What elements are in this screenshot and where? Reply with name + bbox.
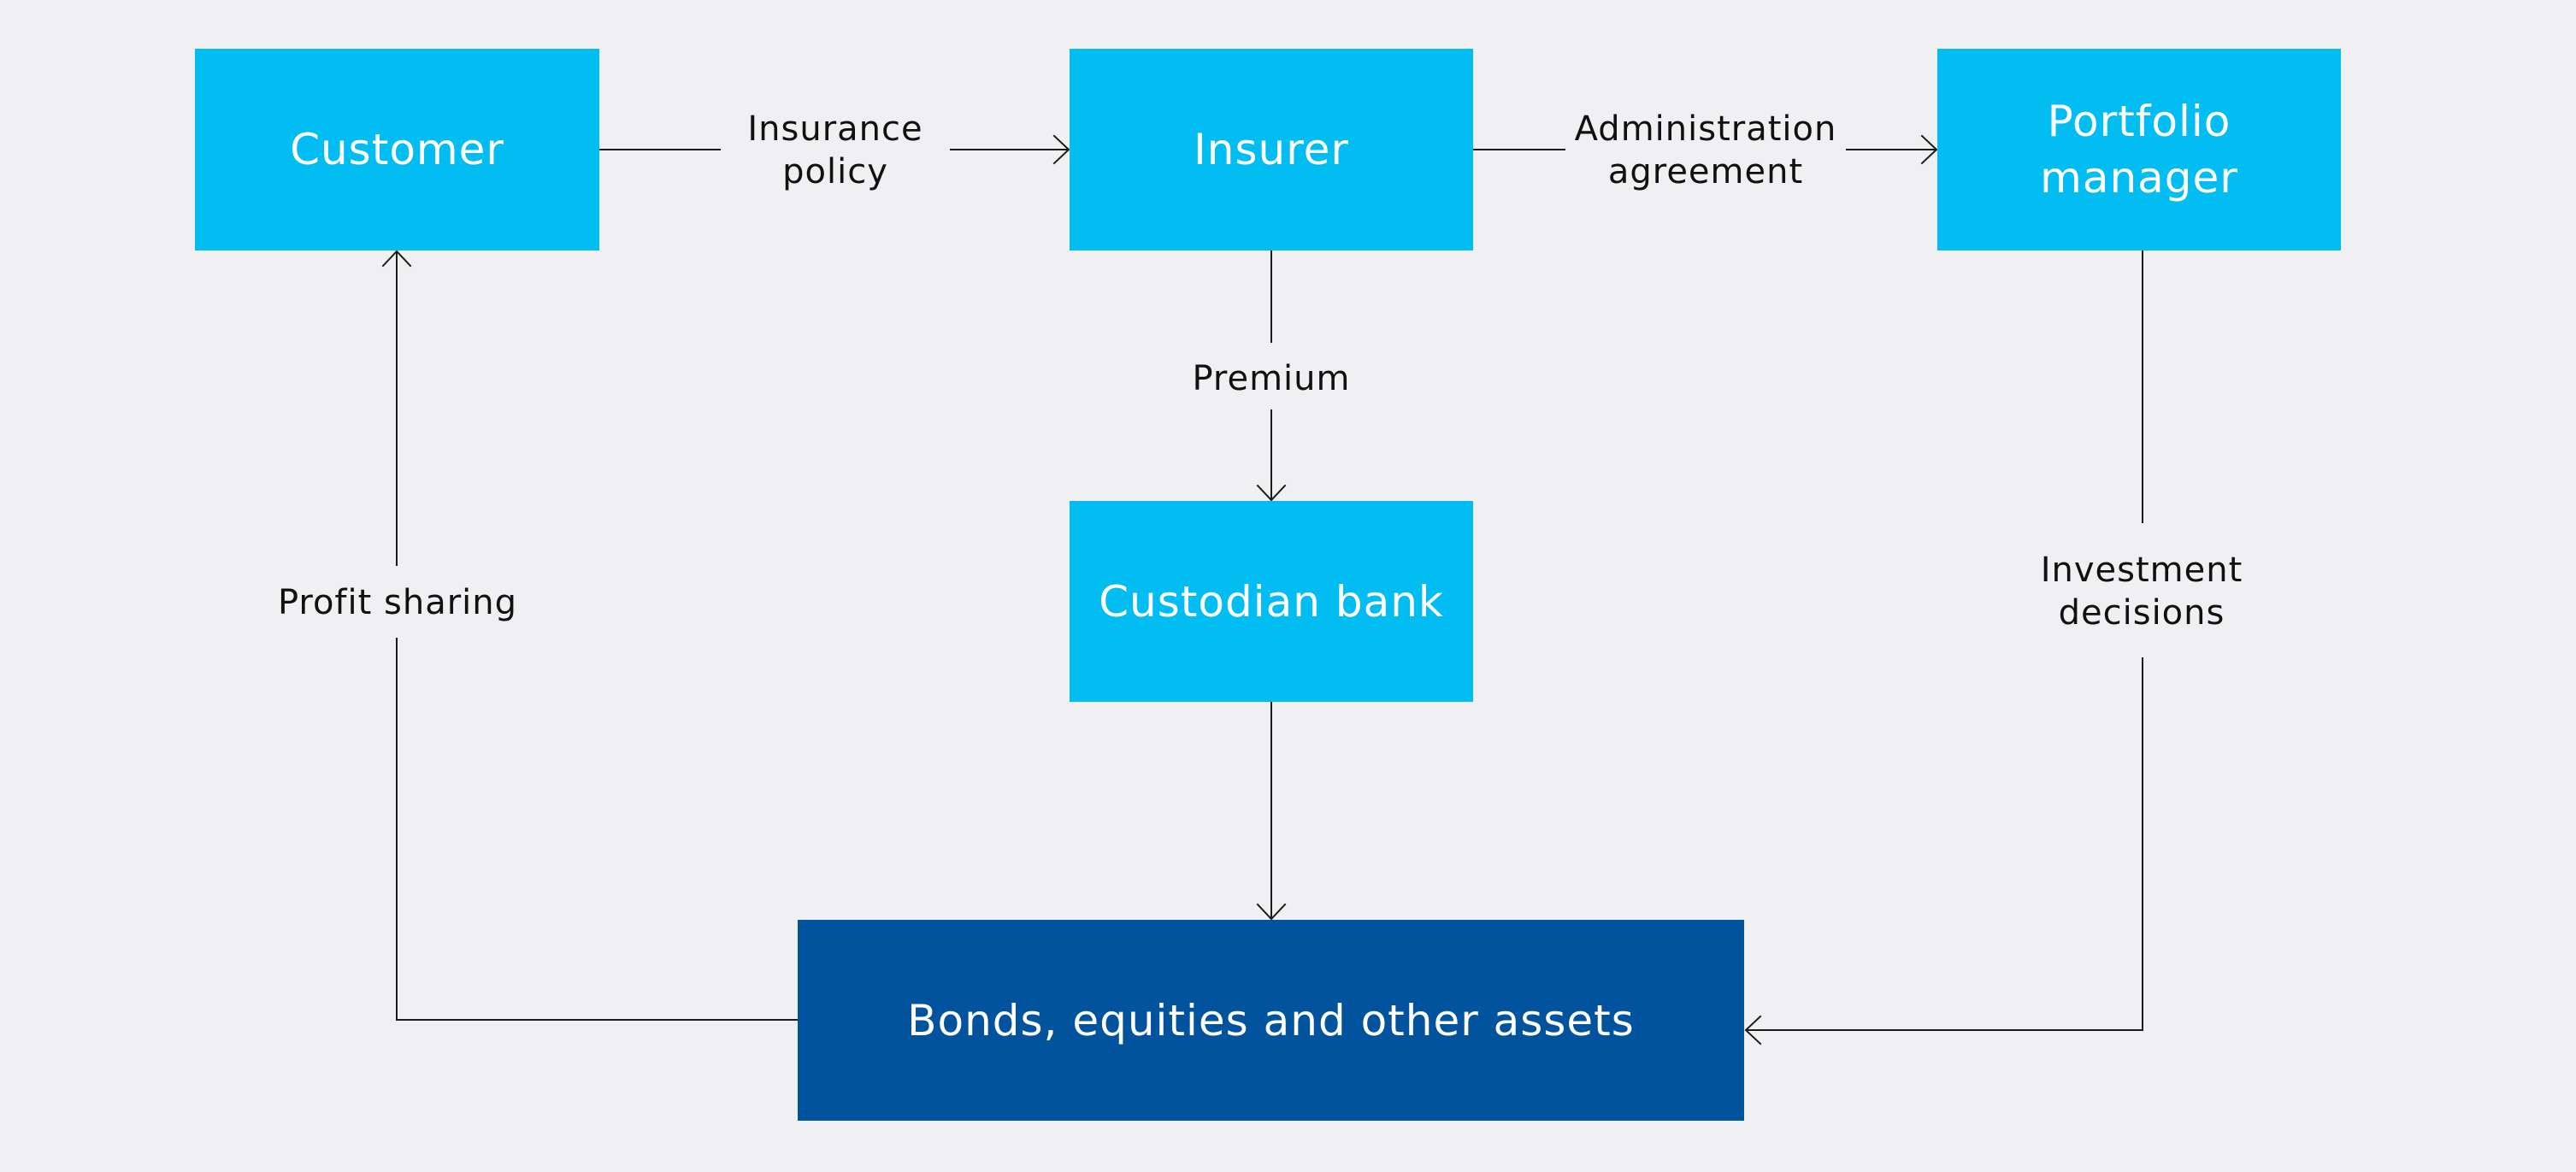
edge-line-assets-customer-a bbox=[396, 638, 799, 1021]
node-insurer-label: Insurer bbox=[1194, 125, 1349, 174]
arrowhead-portfolio-icon bbox=[1920, 134, 1938, 165]
edge-label-administration-agreement: Administration agreement bbox=[1574, 109, 1837, 191]
arrowhead-customer-icon bbox=[381, 250, 412, 268]
node-assets: Bonds, equities and other assets bbox=[798, 920, 1744, 1121]
arrowhead-insurer-icon bbox=[1052, 134, 1070, 165]
node-portfolio-manager-label: Portfolio manager bbox=[2040, 97, 2238, 203]
edge-label-profit-sharing: Profit sharing bbox=[277, 583, 518, 622]
node-assets-label: Bonds, equities and other assets bbox=[907, 995, 1635, 1045]
node-customer: Customer bbox=[195, 49, 599, 250]
node-custodian-bank-label: Custodian bank bbox=[1099, 576, 1444, 627]
node-customer-label: Customer bbox=[290, 125, 504, 174]
arrowhead-assets-right-icon bbox=[1744, 1015, 1762, 1045]
arrowhead-custodian-icon bbox=[1256, 484, 1287, 502]
edge-label-investment-decisions: Investment decisions bbox=[2040, 551, 2243, 633]
edge-label-premium: Premium bbox=[1192, 359, 1351, 398]
node-portfolio-manager: Portfolio manager bbox=[1937, 49, 2341, 250]
node-insurer: Insurer bbox=[1070, 49, 1473, 250]
edge-label-insurance-policy: Insurance policy bbox=[747, 109, 923, 191]
edge-line-portfolio-assets-b bbox=[1746, 657, 2143, 1031]
node-custodian-bank: Custodian bank bbox=[1070, 501, 1473, 702]
arrowhead-assets-top-icon bbox=[1256, 903, 1287, 921]
